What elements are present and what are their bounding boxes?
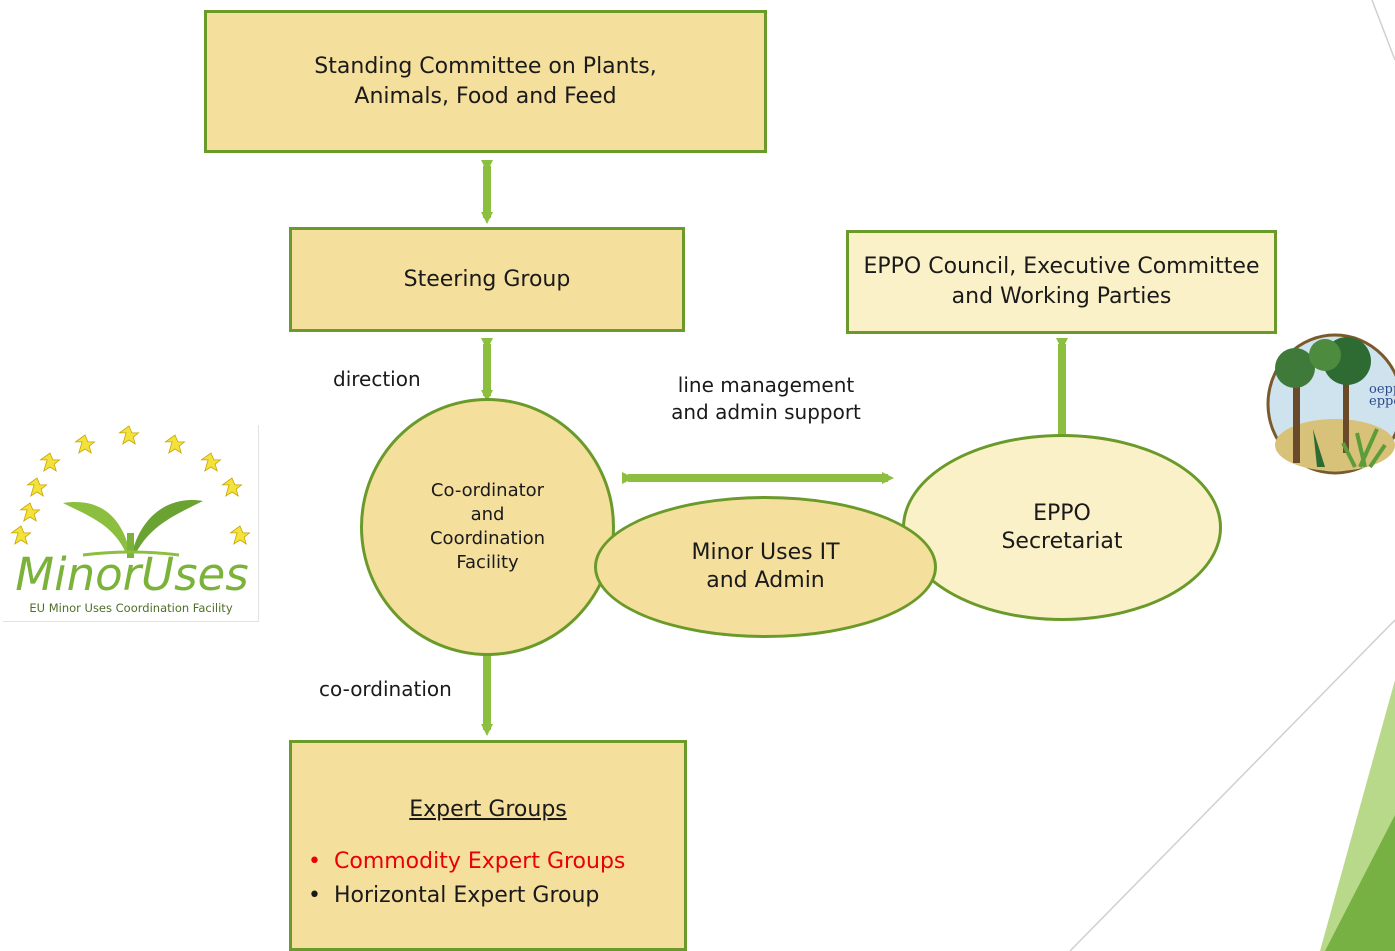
eppo-council-box: EPPO Council, Executive Committee and Wo… bbox=[846, 230, 1277, 334]
coordination-label: co-ordination bbox=[319, 677, 452, 701]
eppo-council-label: EPPO Council, Executive Committee and Wo… bbox=[863, 254, 1260, 309]
eppo-emblem-icon bbox=[1266, 333, 1395, 475]
bullet-icon: • bbox=[308, 883, 321, 908]
minor-uses-it-label: Minor Uses IT and Admin bbox=[691, 540, 840, 593]
eppo-secretariat-ellipse: EPPO Secretariat bbox=[902, 434, 1222, 621]
minoruses-wordmark: MinorUses bbox=[15, 548, 249, 601]
eppo-logo: oepp eppo bbox=[1265, 333, 1395, 475]
horizontal-expert-group-label: Horizontal Expert Group bbox=[334, 883, 600, 908]
expert-groups-box: Expert Groups • Commodity Expert Groups •… bbox=[289, 740, 687, 951]
minoruses-subtitle: EU Minor Uses Coordination Facility bbox=[29, 601, 233, 615]
eppo-logo-text-2: eppo bbox=[1369, 394, 1395, 409]
accent-triangle-dark bbox=[1325, 815, 1395, 951]
bullet-icon: • bbox=[308, 849, 321, 874]
line-management-label: line management and admin support bbox=[671, 373, 861, 424]
eppo-logo-text-1: oepp bbox=[1369, 382, 1395, 397]
standing-committee-box: Standing Committee on Plants, Animals, F… bbox=[204, 10, 767, 153]
eppo-secretariat-label: EPPO Secretariat bbox=[1001, 500, 1123, 554]
expert-groups-title: Expert Groups bbox=[409, 797, 567, 822]
steering-group-box: Steering Group bbox=[289, 227, 685, 332]
expert-group-item-commodity: • Commodity Expert Groups bbox=[308, 847, 625, 877]
coordinator-label: Co-ordinator and Coordination Facility bbox=[429, 480, 546, 573]
standing-committee-label: Standing Committee on Plants, Animals, F… bbox=[314, 53, 657, 109]
expert-group-item-horizontal: • Horizontal Expert Group bbox=[308, 881, 599, 911]
steering-group-label: Steering Group bbox=[403, 266, 571, 292]
commodity-expert-groups-label: Commodity Expert Groups bbox=[334, 849, 626, 874]
minor-uses-it-ellipse: Minor Uses IT and Admin bbox=[594, 496, 937, 638]
minoruses-logo: MinorUses EU Minor Uses Coordination Fac… bbox=[3, 425, 259, 622]
direction-label: direction bbox=[333, 367, 421, 391]
minoruses-emblem-icon bbox=[11, 425, 250, 558]
coordinator-circle: Co-ordinator and Coordination Facility bbox=[360, 398, 615, 656]
